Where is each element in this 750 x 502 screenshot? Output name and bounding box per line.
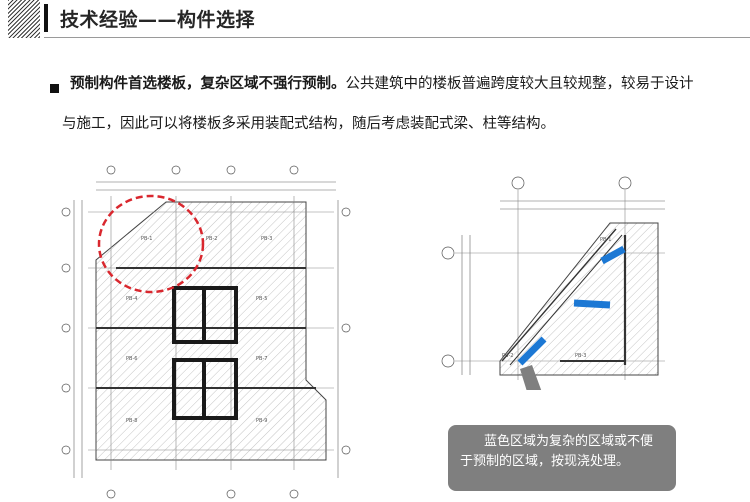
blue-region-2 <box>573 299 611 309</box>
highlight-circle <box>97 194 205 294</box>
svg-text:PB-1: PB-1 <box>600 237 611 243</box>
detail-plan-right: PB-2 PB-3 PB-1 <box>441 176 665 390</box>
header-divider <box>44 37 750 38</box>
blue-region-3 <box>517 336 547 366</box>
paragraph-line-1: 预制构件首选楼板，复杂区域不强行预制。公共建筑中的楼板普遍跨度较大且较规整，较易… <box>70 72 694 93</box>
paragraph-bold-lead: 预制构件首选楼板，复杂区域不强行预制。 <box>70 76 346 92</box>
header-accent-bar <box>44 4 48 32</box>
callout-line-1: 蓝色区域为复杂的区域或不便 <box>484 434 654 449</box>
callout-note: 蓝色区域为复杂的区域或不便 于预制的区域，按现浇处理。 <box>448 425 676 491</box>
svg-text:PB-3: PB-3 <box>261 236 272 242</box>
svg-text:PB-6: PB-6 <box>126 356 137 362</box>
svg-text:PB-7: PB-7 <box>256 356 267 362</box>
blue-region-1 <box>600 245 626 265</box>
paragraph-line-1-rest: 公共建筑中的楼板普遍跨度较大且较规整，较易于设计 <box>345 76 694 92</box>
svg-text:PB-4: PB-4 <box>126 296 137 302</box>
header-pattern-decoration <box>8 0 40 38</box>
svg-text:PB-1: PB-1 <box>141 236 152 242</box>
svg-text:PB-3: PB-3 <box>575 353 586 359</box>
svg-text:PB-2: PB-2 <box>502 353 513 359</box>
bullet-square <box>50 84 59 93</box>
floor-plan-left: PB-1 PB-2 PB-3 PB-4 PB-5 PB-6 PB-7 PB-8 PB-9 <box>61 165 351 499</box>
svg-text:PB-2: PB-2 <box>206 236 217 242</box>
callout-line-2: 于预制的区域，按现浇处理。 <box>460 454 630 469</box>
svg-text:PB-9: PB-9 <box>256 418 267 424</box>
slide-header: 技术经验——构件选择 <box>0 0 750 40</box>
slide-title: 技术经验——构件选择 <box>60 9 256 31</box>
paragraph-line-2: 与施工，因此可以将楼板多采用装配式结构，随后考虑装配式梁、柱等结构。 <box>62 116 555 132</box>
svg-text:PB-5: PB-5 <box>256 296 267 302</box>
svg-text:PB-8: PB-8 <box>126 418 137 424</box>
